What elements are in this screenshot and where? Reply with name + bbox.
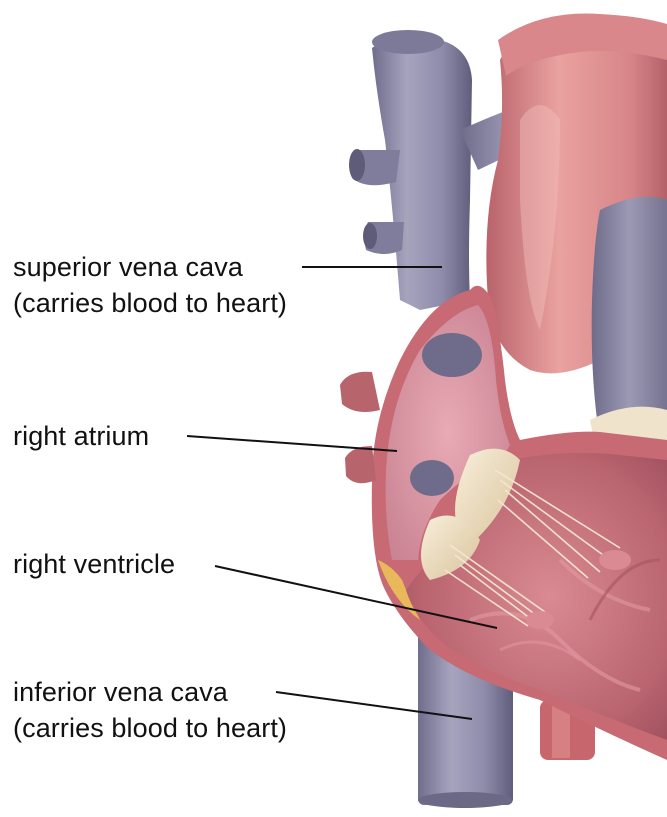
tricuspid-valve: [421, 448, 631, 629]
label-inferior-vena-cava-note: (carries blood to heart): [13, 713, 288, 743]
label-right-ventricle-name: right ventricle: [13, 549, 176, 579]
label-superior-vena-cava: superior vena cava (carries blood to hea…: [13, 249, 287, 321]
leader-line-inferior-vena-cava: [275, 691, 473, 720]
superior-vena-cava-vessel: [349, 30, 568, 310]
label-right-atrium-name: right atrium: [13, 421, 150, 451]
label-inferior-vena-cava-name: inferior vena cava: [13, 677, 228, 707]
label-superior-vena-cava-name: superior vena cava: [13, 252, 243, 282]
atrial-appendage: [340, 371, 380, 484]
label-inferior-vena-cava: inferior vena cava (carries blood to hea…: [13, 674, 287, 746]
pulmonary-trunk: [590, 196, 667, 471]
leader-line-right-atrium: [186, 435, 398, 452]
leader-lines: [186, 266, 498, 720]
label-superior-vena-cava-note: (carries blood to heart): [13, 288, 288, 318]
leader-line-right-ventricle: [214, 565, 498, 629]
label-right-atrium: right atrium: [13, 418, 149, 454]
right-atrium-chamber: [385, 305, 510, 560]
label-right-ventricle: right ventricle: [13, 546, 175, 582]
